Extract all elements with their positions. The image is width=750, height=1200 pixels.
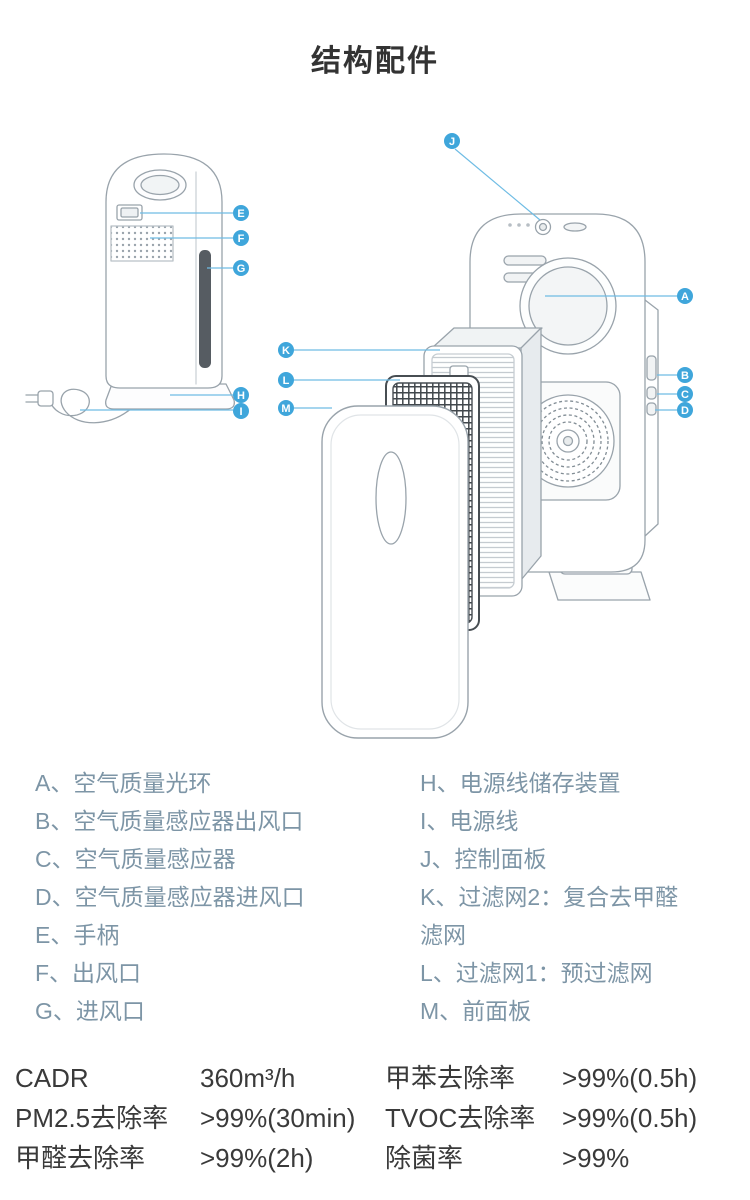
legend-item-b: B、空气质量感应器出风口 (35, 808, 304, 834)
air-outlet-grid (110, 225, 174, 262)
spec-value-formaldehyde: >99%(2h) (200, 1143, 314, 1173)
front-panel (321, 405, 469, 739)
legend-item-h: H、电源线储存装置 (420, 770, 621, 796)
callout-lines (80, 148, 677, 411)
svg-text:J: J (449, 136, 455, 148)
svg-text:A: A (681, 291, 689, 303)
legend-column-left: A、空气质量光环 B、空气质量感应器出风口 C、空气质量感应器 D、空气质量感应… (35, 764, 420, 1030)
legend-item-e: E、手柄 (35, 922, 120, 948)
spec-value-pm25: >99%(30min) (200, 1103, 356, 1133)
legend-item-d: D、空气质量感应器进风口 (35, 884, 305, 910)
svg-text:E: E (237, 208, 244, 220)
callout-i: I (233, 403, 249, 419)
callout-c: C (677, 386, 693, 402)
svg-text:I: I (239, 406, 242, 418)
sensor-vent-top (646, 355, 657, 381)
spec-label-toluene: 甲苯去除率 (385, 1063, 516, 1093)
spec-value-tvoc: >99%(0.5h) (562, 1103, 698, 1133)
callout-a: A (677, 288, 693, 304)
panel-grip-hole (375, 451, 407, 545)
legend-item-m: M、前面板 (420, 998, 532, 1024)
page-title: 结构配件 (311, 45, 439, 78)
svg-text:L: L (283, 375, 290, 387)
purifier-back-view (25, 153, 235, 424)
callout-h: H (233, 387, 249, 403)
callout-b: B (677, 367, 693, 383)
bottom-bracket (548, 571, 651, 601)
spec-row: CADR 360m³/h 甲苯去除率 >99%(0.5h) (15, 1058, 750, 1098)
spec-value-cadr: 360m³/h (200, 1063, 296, 1093)
callout-m: M (278, 400, 294, 416)
legend-item-j: J、控制面板 (420, 846, 547, 872)
callout-d: D (677, 402, 693, 418)
callout-e: E (233, 205, 249, 221)
legend-column-right: H、电源线储存装置 I、电源线 J、控制面板 K、过滤网2：复合去甲醛滤网 L、… (420, 764, 680, 1030)
svg-text:F: F (238, 233, 245, 245)
legend-item-c: C、空气质量感应器 (35, 846, 236, 872)
spec-row: PM2.5去除率 >99%(30min) TVOC去除率 >99%(0.5h) (15, 1098, 750, 1138)
spec-label-sterilization: 除菌率 (385, 1143, 464, 1173)
callout-g: G (233, 260, 249, 276)
sensor-vent-bottom (646, 402, 657, 416)
svg-text:K: K (282, 345, 290, 357)
power-plug (37, 390, 54, 407)
svg-text:C: C (681, 389, 689, 401)
legend-item-a: A、空气质量光环 (35, 770, 212, 796)
spec-label-pm25: PM2.5去除率 (15, 1103, 169, 1133)
exploded-diagram: A B C D E F G H I J K L M (25, 133, 693, 739)
legend-item-k: K、过滤网2：复合去甲醛滤网 (420, 884, 679, 948)
svg-text:M: M (281, 403, 290, 415)
spec-label-tvoc: TVOC去除率 (385, 1103, 536, 1133)
air-inlet-strip (199, 250, 211, 368)
spec-row: 甲醛去除率 >99%(2h) 除菌率 >99% (15, 1138, 750, 1178)
power-cord (49, 388, 133, 424)
legend-item-f: F、出风口 (35, 960, 142, 986)
spec-value-toluene: >99%(0.5h) (562, 1063, 698, 1093)
svg-text:B: B (681, 370, 689, 382)
callout-k: K (278, 342, 294, 358)
svg-text:H: H (237, 390, 245, 402)
spec-label-cadr: CADR (15, 1063, 89, 1093)
base-plinth (105, 383, 235, 410)
svg-text:G: G (237, 263, 246, 275)
legend-item-i: I、电源线 (420, 808, 519, 834)
sensor-vent-mid (646, 386, 657, 400)
legend-item-g: G、进风口 (35, 998, 145, 1024)
spec-table: CADR 360m³/h 甲苯去除率 >99%(0.5h) PM2.5去除率 >… (0, 1058, 750, 1178)
legend-item-l: L、过滤网1：预过滤网 (420, 960, 653, 986)
callout-l: L (278, 372, 294, 388)
spec-value-sterilization: >99% (562, 1143, 630, 1173)
parts-legend: A、空气质量光环 B、空气质量感应器出风口 C、空气质量感应器 D、空气质量感应… (0, 764, 750, 1030)
callout-j: J (444, 133, 460, 149)
svg-text:D: D (681, 405, 689, 417)
spec-label-formaldehyde: 甲醛去除率 (15, 1143, 146, 1173)
callout-f: F (233, 230, 249, 246)
